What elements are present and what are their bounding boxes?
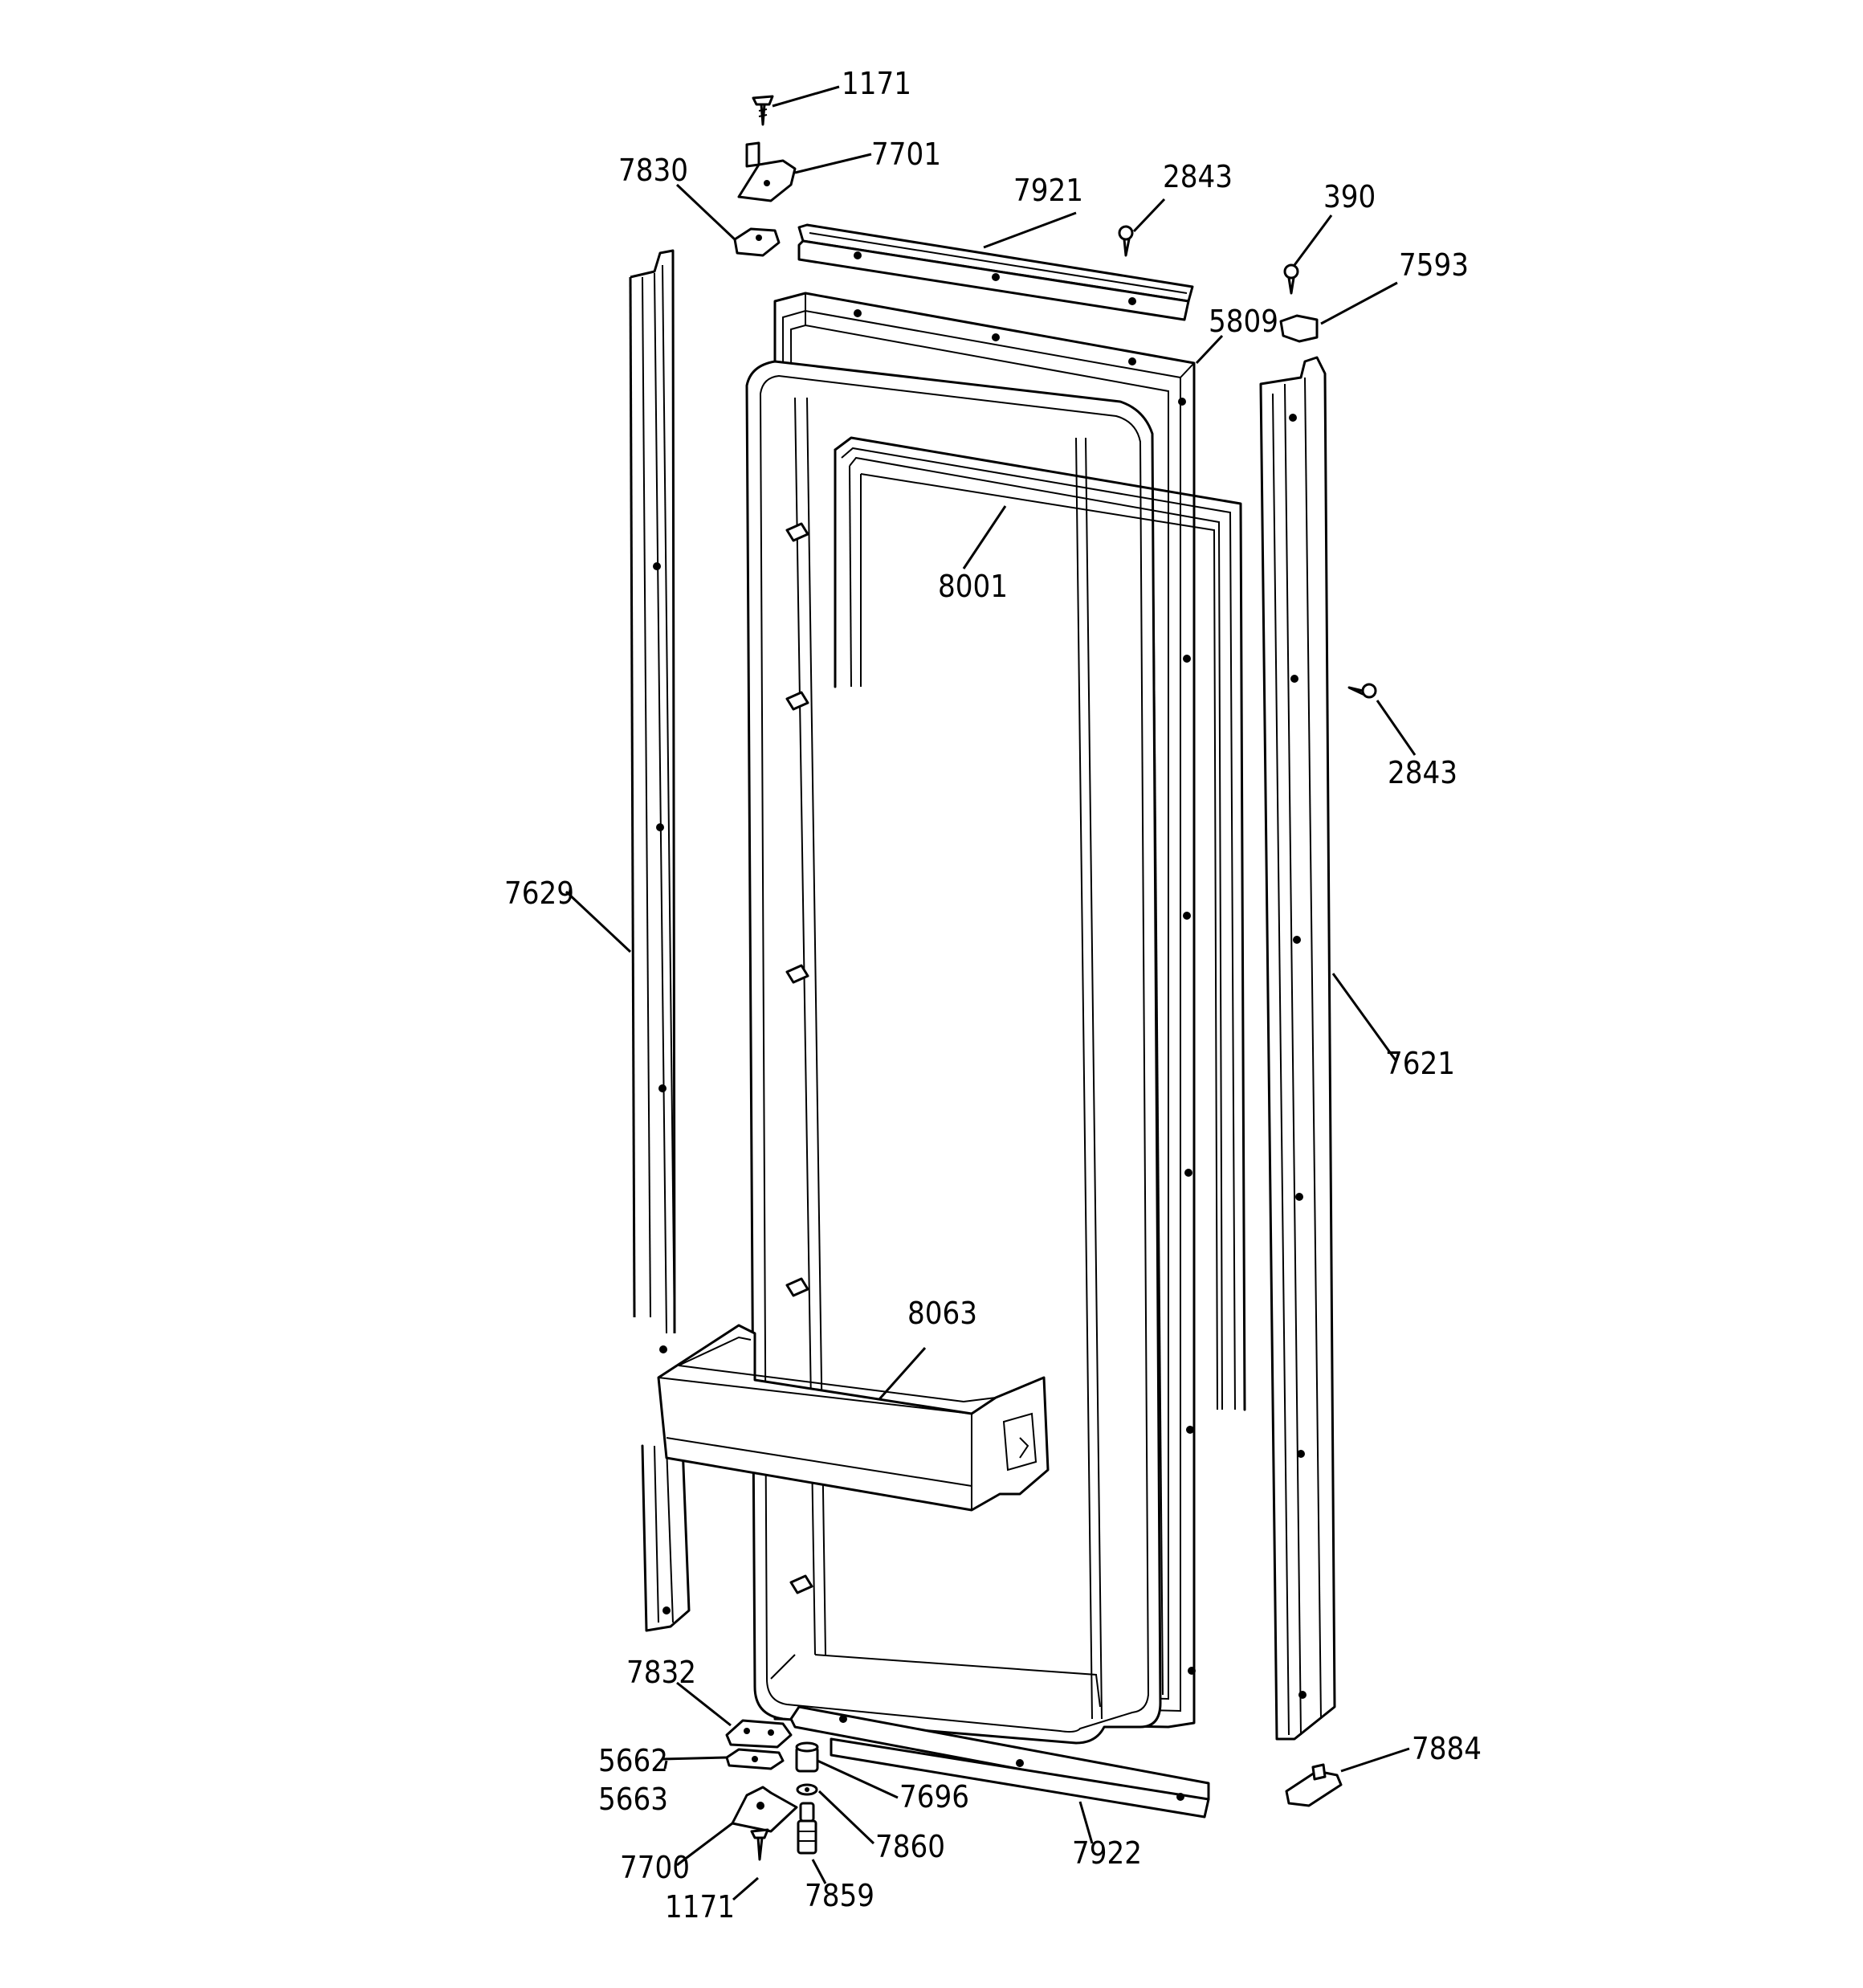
callout-1171-top: 1171 — [842, 66, 911, 101]
right-side-trim — [1259, 356, 1336, 1741]
callout-1171-bottom: 1171 — [665, 1889, 735, 1925]
callout-7593: 7593 — [1399, 247, 1469, 283]
callout-7830: 7830 — [618, 153, 688, 188]
bushing-7696 — [795, 1741, 819, 1773]
callout-7922: 7922 — [1072, 1835, 1142, 1871]
callout-7860: 7860 — [875, 1829, 945, 1864]
callout-390: 390 — [1323, 179, 1376, 214]
bottom-cap-strip — [789, 1705, 1210, 1819]
screw-2843-top — [1118, 225, 1134, 257]
top-cap-strip — [797, 223, 1194, 321]
callout-7621: 7621 — [1385, 1046, 1455, 1081]
pin-7859 — [797, 1802, 817, 1855]
door-gasket — [834, 436, 1246, 1411]
callout-7629: 7629 — [504, 876, 574, 911]
hinge-7700 — [731, 1786, 798, 1833]
screw-1171-top — [752, 95, 774, 126]
callout-7884: 7884 — [1412, 1731, 1482, 1766]
callout-5663: 5663 — [598, 1782, 668, 1817]
hinge-block-7830 — [733, 227, 781, 257]
callout-7696: 7696 — [899, 1779, 969, 1815]
clip-7884 — [1285, 1763, 1343, 1807]
screw-1171-bottom — [750, 1828, 769, 1861]
left-side-trim — [629, 249, 691, 1632]
callout-8063: 8063 — [907, 1296, 977, 1331]
callout-7921: 7921 — [1013, 173, 1083, 208]
screw-390 — [1283, 263, 1299, 295]
callout-5809: 5809 — [1209, 304, 1278, 339]
callout-2843-right: 2843 — [1388, 755, 1457, 790]
callout-7700: 7700 — [620, 1850, 690, 1885]
screw-2843-right — [1347, 683, 1377, 699]
hinge-7701 — [737, 141, 797, 202]
callout-2843-top: 2843 — [1163, 159, 1233, 194]
callout-7832: 7832 — [626, 1655, 696, 1690]
callout-7859: 7859 — [805, 1878, 874, 1913]
callout-labels: 1171 7701 7830 7921 2843 390 7593 5809 8… — [504, 66, 1482, 1925]
callout-8001: 8001 — [938, 569, 1008, 604]
callout-5662: 5662 — [598, 1743, 668, 1778]
door-bin — [657, 1324, 1050, 1512]
callout-7701: 7701 — [871, 137, 941, 172]
bracket-7832 — [725, 1719, 793, 1749]
shim-5662-5663 — [725, 1748, 785, 1770]
leader-lines — [565, 85, 1417, 1901]
washer-7860 — [796, 1783, 818, 1796]
clip-7593 — [1279, 314, 1319, 343]
